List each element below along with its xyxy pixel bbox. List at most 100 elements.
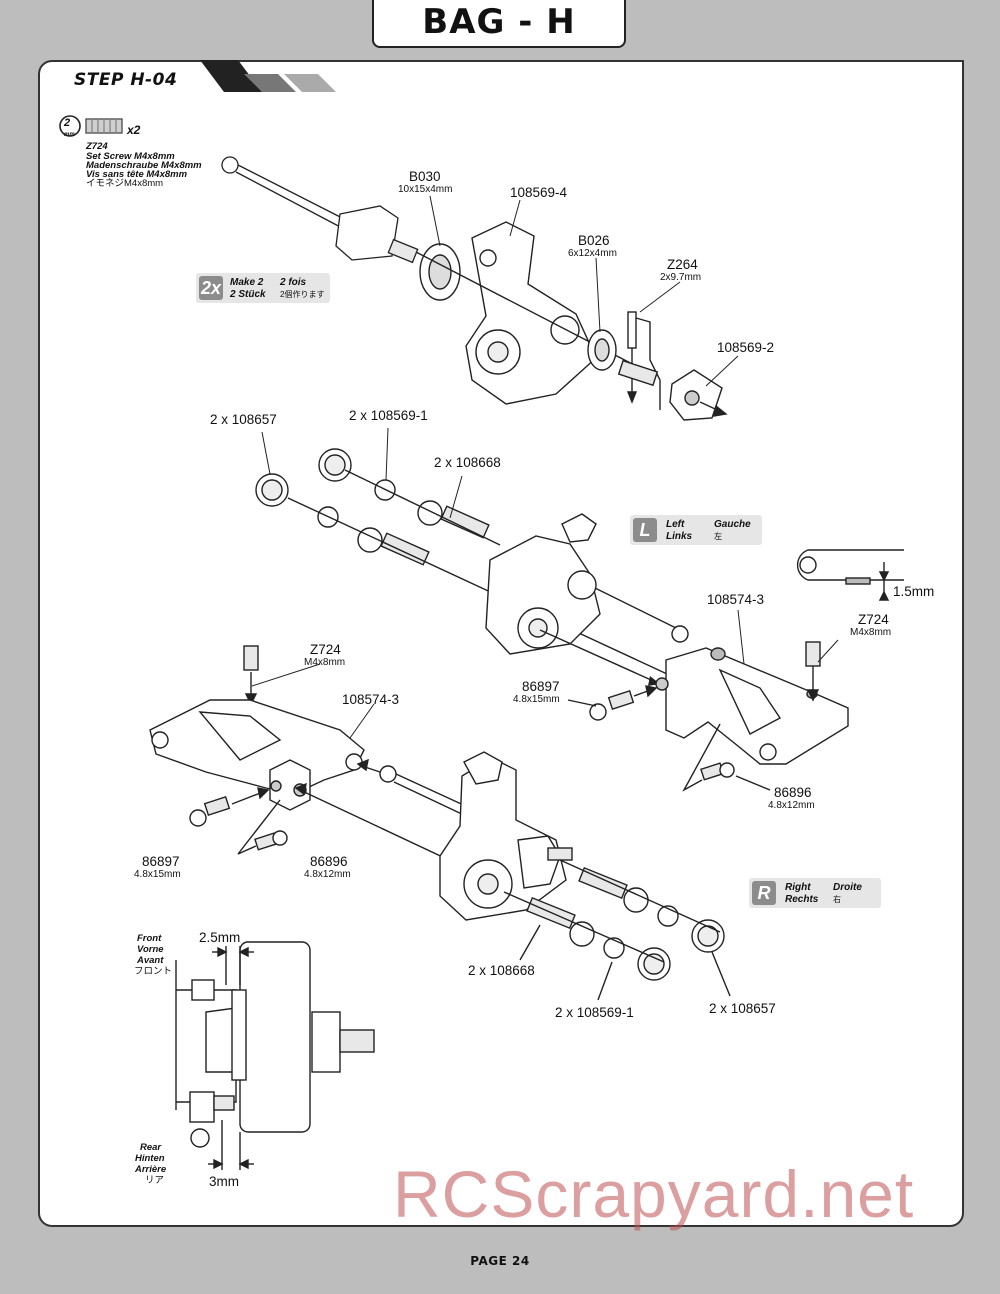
label-b030-code: B030 (409, 169, 441, 184)
make-2-jp: 2個作ります (280, 290, 325, 299)
label-left-86897-code: 86897 (142, 854, 180, 869)
label-dim-1-5mm: 1.5mm (893, 584, 935, 599)
detail-front-fr: Avant (137, 955, 164, 966)
ballstud-86897-left (189, 787, 270, 827)
make-2-en: Make 2 (230, 277, 264, 288)
upright-108569-4 (465, 221, 597, 405)
label-left-108574-3: 108574-3 (342, 692, 400, 707)
drive-shaft-top (221, 156, 419, 264)
make-2-de: 2 Stück (230, 289, 266, 300)
detail-front-en: Front (137, 933, 162, 944)
left-fr: Gauche (714, 519, 751, 530)
wheel-offset-detail (175, 941, 375, 1170)
hex-key-size-icon (59, 115, 81, 137)
left-jp: 左 (714, 532, 722, 541)
ballstud-86896-left (237, 799, 288, 855)
hardware-code: Z724 (86, 141, 108, 152)
label-top-108569-1: 2 x 108569-1 (349, 408, 428, 423)
suspension-arm-right (655, 647, 849, 765)
label-z264-size: 2x9.7mm (660, 272, 702, 283)
left-badge: L Left Links Gauche 左 (630, 515, 762, 545)
watermark: RCScrapyard.net (393, 1157, 915, 1231)
detail-rear-en: Rear (140, 1142, 162, 1153)
label-left-z724-code: Z724 (310, 642, 341, 657)
left-mark: L (633, 518, 657, 542)
label-b026-code: B026 (578, 233, 610, 248)
bag-tab: BAG - H (372, 0, 626, 48)
bag-title: BAG - H (422, 2, 576, 42)
bearing-b026 (587, 329, 617, 371)
upright-right-bottom (439, 751, 573, 921)
screw-z724-left (243, 645, 259, 706)
label-b026-size: 6x12x4mm (568, 248, 617, 259)
make-2-mark: 2x (199, 276, 223, 300)
right-badge: R Right Rechts Droite 右 (749, 878, 881, 908)
detail-dim-front: 2.5mm (199, 930, 241, 945)
label-left-86896-size: 4.8x12mm (304, 869, 351, 880)
detail-front-jp: フロント (134, 966, 173, 977)
detail-dim-rear: 3mm (209, 1174, 239, 1189)
label-right-86897-code: 86897 (522, 679, 560, 694)
right-jp: 右 (833, 895, 841, 904)
make-2-fr: 2 fois (280, 277, 307, 288)
leader-lines (251, 195, 839, 739)
set-screw-icon (85, 118, 123, 134)
label-right-z724-code: Z724 (858, 612, 889, 627)
hardware-name-jp: イモネジM4x8mm (86, 178, 164, 189)
turnbuckle-parts-bottom (503, 859, 725, 981)
label-bottom-108657: 2 x 108657 (709, 1001, 776, 1016)
detail-front-de: Vorne (137, 944, 164, 955)
label-left-86896-code: 86896 (310, 854, 348, 869)
label-right-z724-size: M4x8mm (850, 627, 892, 638)
label-left-z724-size: M4x8mm (304, 657, 346, 668)
label-108569-4: 108569-4 (510, 185, 568, 200)
detail-rear-fr: Arrière (135, 1164, 167, 1175)
ballstud-86896-right (682, 723, 771, 792)
drive-shaft-bottom (294, 758, 471, 869)
label-right-86896-size: 4.8x12mm (768, 800, 815, 811)
hex-key-size: 2 (64, 117, 71, 129)
suspension-arm-left (149, 699, 365, 811)
hardware-name-de: Madenschraube M4x8mm (86, 160, 202, 171)
ballstud-86897-right (567, 685, 658, 721)
right-en: Right (785, 882, 811, 893)
label-right-108574-3: 108574-3 (707, 592, 765, 607)
screw-z724-right (805, 641, 821, 702)
detail-rear-jp: リア (145, 1175, 165, 1186)
label-bottom-108668: 2 x 108668 (468, 963, 535, 978)
right-de: Rechts (785, 894, 819, 905)
detail-rear-de: Hinten (135, 1153, 165, 1164)
leader-bot-108569-1 (597, 961, 613, 1001)
leader-bot-108668 (519, 924, 541, 961)
header-stripes-icon (200, 60, 336, 92)
page-number: PAGE 24 (470, 1254, 530, 1268)
hardware-name-en: Set Screw M4x8mm (86, 151, 175, 162)
right-fr: Droite (833, 882, 862, 893)
pin-z264 (626, 311, 661, 410)
hex-key-unit: mm (64, 132, 75, 138)
label-b030-size: 10x15x4mm (398, 184, 453, 195)
label-right-86896-code: 86896 (774, 785, 812, 800)
label-top-108657: 2 x 108657 (210, 412, 277, 427)
step-title: STEP H-04 (74, 70, 178, 90)
upright-left-mid (485, 513, 689, 655)
label-right-86897-size: 4.8x15mm (513, 694, 560, 705)
axle-108569-2 (617, 359, 728, 421)
arrow-line-mid (539, 629, 661, 685)
hardware-name-fr: Vis sans tête M4x8mm (86, 169, 188, 180)
label-z264-code: Z264 (667, 257, 698, 272)
leader-bot-108657 (711, 951, 731, 997)
label-top-108668: 2 x 108668 (434, 455, 501, 470)
turnbuckle-parts-top (255, 448, 681, 681)
label-108569-2: 108569-2 (717, 340, 775, 355)
hardware-qty: x2 (127, 123, 141, 137)
left-en: Left (666, 519, 685, 530)
bearing-b030 (419, 243, 461, 301)
left-de: Links (666, 531, 693, 542)
label-bottom-108569-1: 2 x 108569-1 (555, 1005, 634, 1020)
label-left-86897-size: 4.8x15mm (134, 869, 181, 880)
arm-detail-inset (796, 549, 904, 601)
right-mark: R (752, 881, 776, 905)
make-2-badge: 2x Make 2 2 fois 2 Stück 2個作ります (196, 273, 330, 303)
